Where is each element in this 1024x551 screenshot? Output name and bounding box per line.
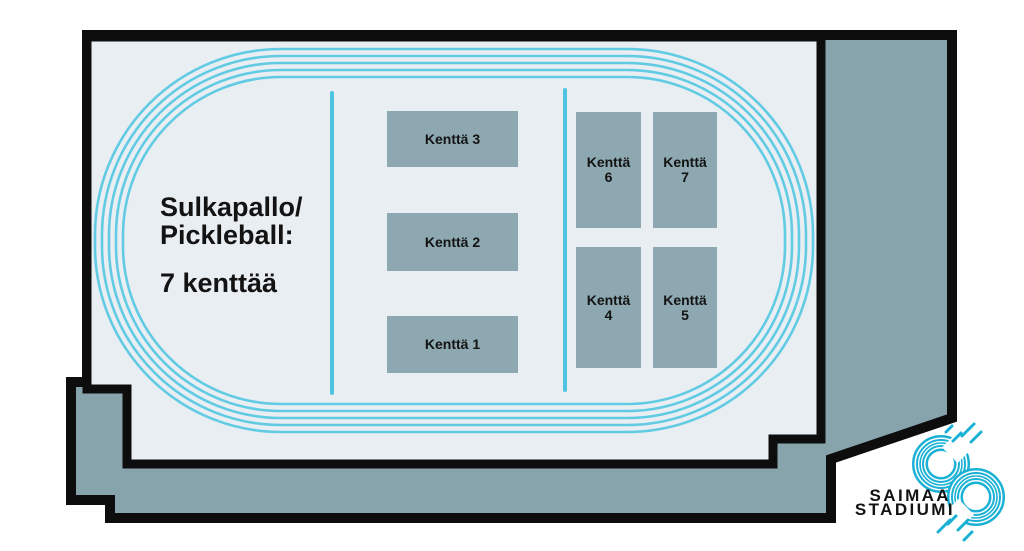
court-kentta-2: Kenttä 2: [387, 213, 518, 271]
court-kentta-4: Kenttä 4: [576, 247, 641, 368]
logo-speed-dashes: [936, 422, 983, 542]
logo-line-1: SAIMAA: [869, 486, 951, 505]
saimaa-stadiumi-logo-icon: [912, 422, 1005, 542]
logo-top-loop: [912, 435, 970, 493]
court-kentta-6: Kenttä 6: [576, 112, 641, 228]
court-kentta-5: Kenttä 5: [653, 247, 717, 368]
hall-info-title: Sulkapallo/ Pickleball:: [160, 192, 303, 250]
logo-bottom-loop: [947, 468, 1005, 526]
logo-line-2: STADIUMI: [854, 500, 955, 519]
saimaa-stadiumi-wordmark: SAIMAA STADIUMI: [854, 486, 955, 519]
court-kentta-7: Kenttä 7: [653, 112, 717, 228]
court-kentta-3: Kenttä 3: [387, 111, 518, 167]
running-track-oval: [93, 47, 815, 434]
court-kentta-1: Kenttä 1: [387, 316, 518, 373]
hall-court-count: 7 kenttää: [160, 268, 278, 298]
